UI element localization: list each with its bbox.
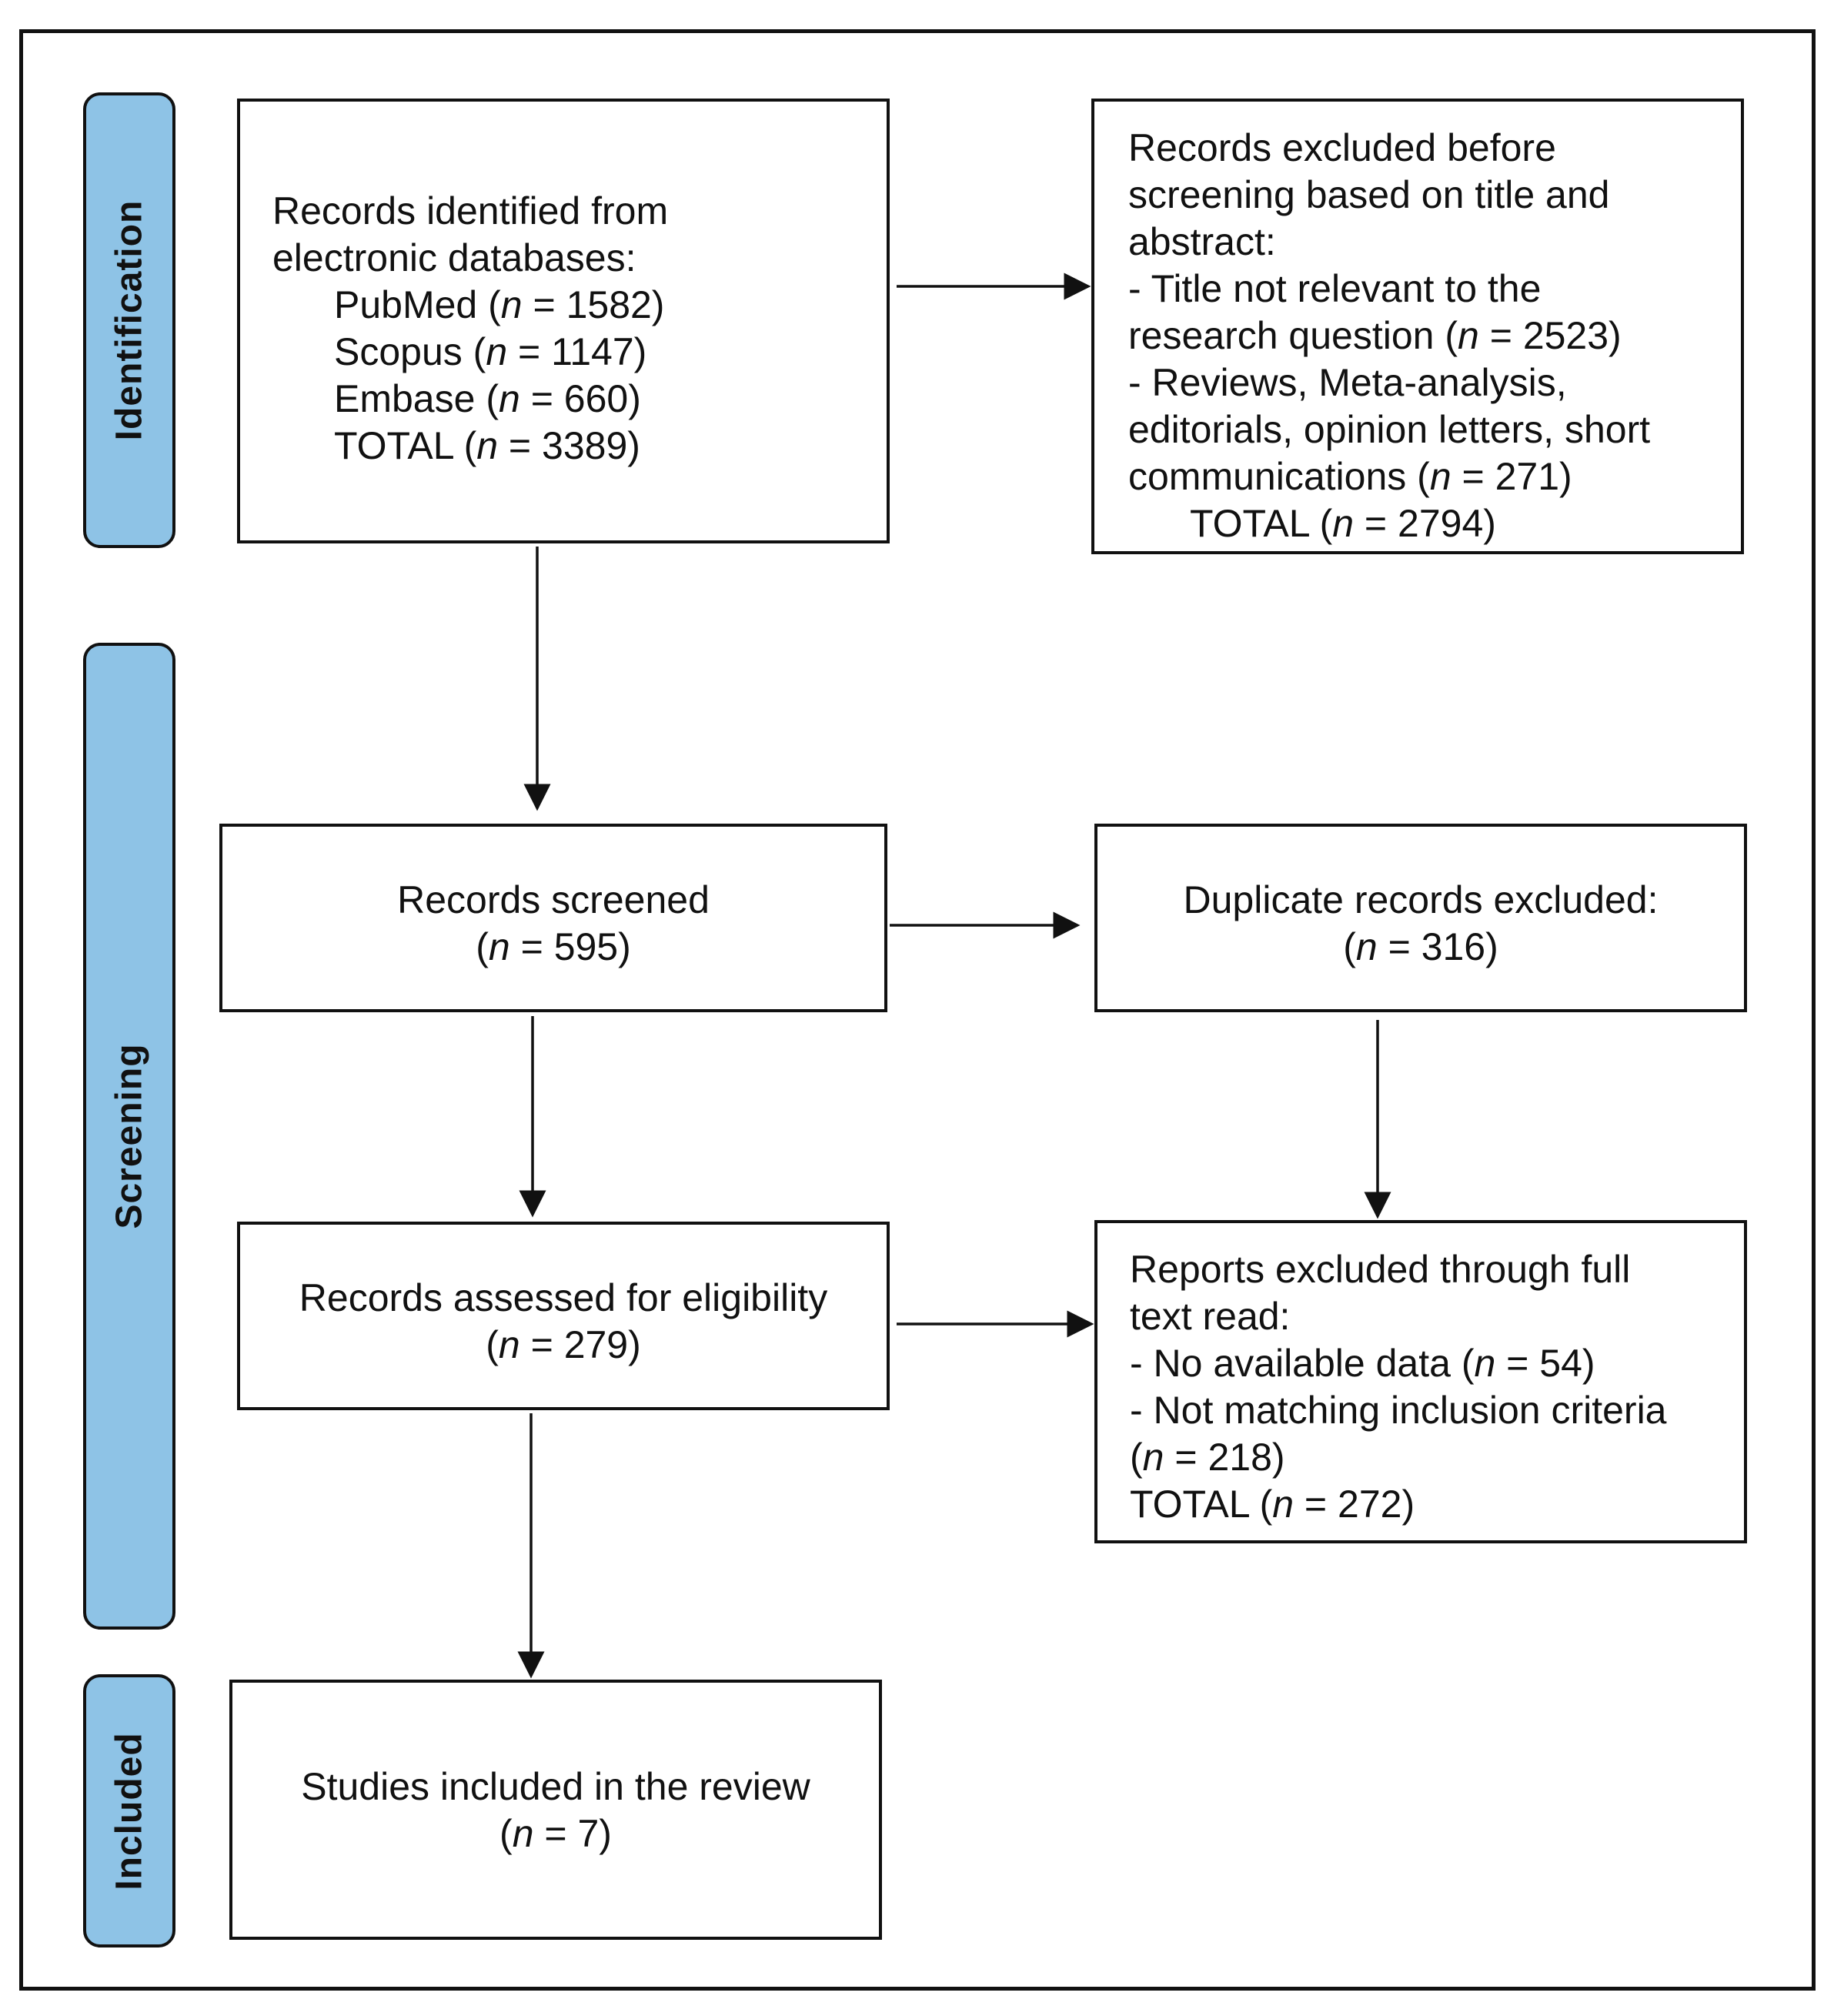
scopus-count: Scopus (n = 1147) xyxy=(334,330,647,373)
excluded-before-line7: editorials, opinion letters, short xyxy=(1128,408,1651,451)
identified-total: TOTAL (n = 3389) xyxy=(334,424,640,467)
records-excluded-before-box: Records excluded before screening based … xyxy=(1091,99,1744,554)
reports-excluded-line5: (n = 218) xyxy=(1130,1436,1285,1479)
records-identified-box: Records identified from electronic datab… xyxy=(237,99,890,543)
duplicates-excluded-label: Duplicate records excluded: xyxy=(1183,878,1659,921)
studies-included-box: Studies included in the review (n = 7) xyxy=(229,1680,882,1940)
assessed-eligibility-label: Records assessed for eligibility xyxy=(299,1276,828,1319)
pubmed-count: PubMed (n = 1582) xyxy=(334,283,665,326)
phase-identification: Identification xyxy=(83,92,175,548)
reports-excluded-line2: text read: xyxy=(1130,1295,1291,1338)
diagram-frame xyxy=(19,29,1816,1991)
assessed-eligibility-box: Records assessed for eligibility (n = 27… xyxy=(237,1222,890,1410)
excluded-before-line3: abstract: xyxy=(1128,220,1276,263)
reports-excluded-line3: - No available data (n = 54) xyxy=(1130,1342,1595,1385)
phase-screening: Screening xyxy=(83,643,175,1630)
records-identified-heading1: Records identified from xyxy=(272,189,669,232)
records-screened-label: Records screened xyxy=(397,878,710,921)
assessed-eligibility-count: (n = 279) xyxy=(486,1323,641,1366)
reports-excluded-box: Reports excluded through full text read:… xyxy=(1094,1220,1747,1543)
excluded-before-total: TOTAL (n = 2794) xyxy=(1190,502,1496,545)
phase-included: Included xyxy=(83,1674,175,1947)
records-screened-count: (n = 595) xyxy=(476,925,631,968)
excluded-before-line5: research question (n = 2523) xyxy=(1128,314,1622,357)
reports-excluded-line1: Reports excluded through full xyxy=(1130,1248,1631,1291)
excluded-before-line6: - Reviews, Meta-analysis, xyxy=(1128,361,1567,404)
reports-excluded-total: TOTAL (n = 272) xyxy=(1130,1483,1415,1526)
reports-excluded-line4: - Not matching inclusion criteria xyxy=(1130,1389,1667,1432)
duplicates-excluded-box: Duplicate records excluded: (n = 316) xyxy=(1094,824,1747,1012)
studies-included-label: Studies included in the review xyxy=(301,1765,810,1808)
excluded-before-line1: Records excluded before xyxy=(1128,126,1556,169)
duplicates-excluded-count: (n = 316) xyxy=(1343,925,1498,968)
embase-count: Embase (n = 660) xyxy=(334,377,641,420)
records-screened-box: Records screened (n = 595) xyxy=(219,824,887,1012)
excluded-before-line8: communications (n = 271) xyxy=(1128,455,1572,498)
excluded-before-line2: screening based on title and xyxy=(1128,173,1610,216)
studies-included-count: (n = 7) xyxy=(499,1812,612,1855)
records-identified-heading2: electronic databases: xyxy=(272,236,636,279)
excluded-before-line4: - Title not relevant to the xyxy=(1128,267,1542,310)
